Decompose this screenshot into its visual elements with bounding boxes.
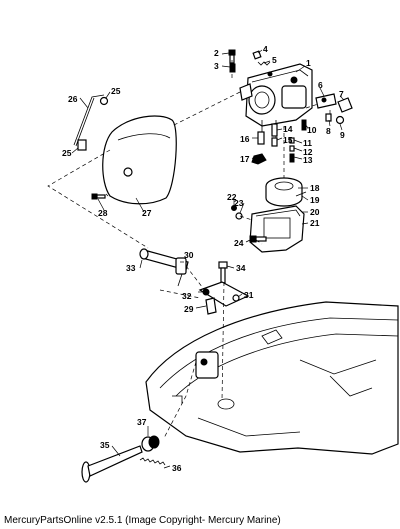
lever-6 [315, 93, 337, 109]
callout-36: 36 [172, 463, 182, 473]
callout-16: 16 [240, 134, 250, 144]
callout-17: 17 [240, 154, 250, 164]
callout-24: 24 [234, 238, 244, 248]
callout-18: 18 [310, 183, 320, 193]
needle-11-12-13 [289, 137, 295, 163]
leader-lines [71, 49, 345, 469]
callout-25-bottom: 25 [62, 148, 72, 158]
callout-26: 26 [68, 94, 78, 104]
callout-10: 10 [307, 125, 317, 135]
callout-31: 31 [244, 290, 254, 300]
callout-5: 5 [272, 55, 277, 65]
rod-26 [73, 94, 105, 147]
callout-27: 27 [142, 208, 152, 218]
callout-numbers: 1 2 3 4 5 6 7 8 9 10 11 12 13 14 15 16 1… [62, 44, 345, 473]
callout-4: 4 [263, 44, 268, 54]
callout-12: 12 [303, 147, 313, 157]
clip-25-bottom [77, 139, 87, 151]
spring-5 [257, 61, 271, 66]
callout-3: 3 [214, 61, 219, 71]
callout-33: 33 [126, 263, 136, 273]
callout-9: 9 [340, 130, 345, 140]
screw-8 [325, 113, 332, 122]
lower-engine-pan [145, 301, 399, 455]
knob-7 [337, 97, 353, 113]
exploded-parts-diagram: 1 2 3 4 5 6 7 8 9 10 11 12 13 14 15 16 1… [47, 44, 399, 483]
shaft-30 [139, 248, 189, 287]
intake-cover-27 [102, 115, 177, 205]
callout-8: 8 [326, 126, 331, 136]
carburetor-assembly [239, 63, 313, 140]
callout-1: 1 [306, 58, 311, 68]
callout-14: 14 [283, 124, 293, 134]
clip-25-top [99, 96, 109, 106]
callout-2: 2 [214, 48, 219, 58]
callout-11: 11 [303, 138, 312, 148]
callout-37: 37 [137, 417, 147, 427]
pin-19 [295, 191, 307, 197]
callout-20: 20 [310, 207, 320, 217]
lever-29 [205, 297, 217, 315]
spring-36 [139, 457, 166, 466]
assembly-lines [47, 60, 331, 439]
callout-7: 7 [339, 89, 344, 99]
callout-25-top: 25 [111, 86, 121, 96]
callout-30: 30 [184, 250, 194, 260]
callout-29: 29 [184, 304, 194, 314]
float-18 [265, 177, 303, 207]
callout-13: 13 [303, 155, 313, 165]
screw-22-23 [231, 205, 243, 220]
callout-35: 35 [100, 440, 110, 450]
callout-34: 34 [236, 263, 246, 273]
screw-14-15 [271, 123, 278, 147]
choke-knob-35 [81, 445, 143, 483]
nut-17 [251, 153, 267, 165]
callout-32: 32 [182, 291, 192, 301]
grommet-37 [141, 435, 160, 452]
callout-6: 6 [318, 80, 323, 90]
nut-9 [335, 115, 345, 125]
bolt-16 [257, 131, 265, 145]
screw-3 [229, 63, 236, 73]
copyright-footer: MercuryPartsOnline v2.5.1 (Image Copyrig… [4, 515, 281, 526]
bracket-31 [198, 281, 250, 307]
callout-21: 21 [310, 218, 320, 228]
callout-23: 23 [234, 198, 244, 208]
bowl-20-21 [249, 205, 305, 253]
screw-24 [249, 235, 267, 243]
callout-15: 15 [283, 135, 293, 145]
callout-28: 28 [98, 208, 108, 218]
washer-32 [202, 288, 210, 296]
screw-4 [252, 50, 262, 60]
callout-22: 22 [227, 192, 237, 202]
callout-19: 19 [310, 195, 320, 205]
screw-28 [91, 193, 106, 200]
